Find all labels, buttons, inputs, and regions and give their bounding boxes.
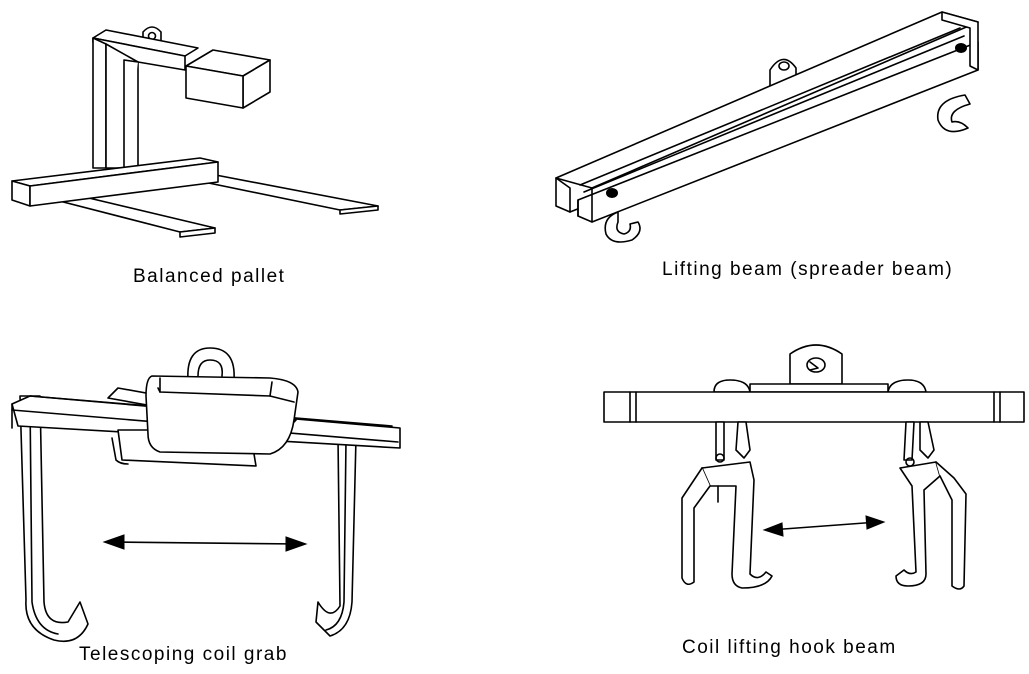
caption-coil-lifting-hook-beam: Coil lifting hook beam xyxy=(682,637,897,658)
figure-lifting-beam: Lifting beam (spreader beam) xyxy=(540,0,1029,300)
figure-balanced-pallet: Balanced pallet xyxy=(0,0,400,300)
telescoping-coil-grab-drawing xyxy=(0,330,420,674)
caption-balanced-pallet: Balanced pallet xyxy=(133,266,286,287)
balanced-pallet-drawing xyxy=(0,0,400,300)
coil-lifting-hook-beam-drawing xyxy=(590,330,1029,674)
caption-telescoping-coil-grab: Telescoping coil grab xyxy=(79,644,288,665)
caption-lifting-beam: Lifting beam (spreader beam) xyxy=(662,259,954,280)
lifting-beam-drawing xyxy=(540,0,1029,300)
figure-coil-lifting-hook-beam: Coil lifting hook beam xyxy=(590,330,1029,674)
figure-telescoping-coil-grab: Telescoping coil grab xyxy=(0,330,420,674)
